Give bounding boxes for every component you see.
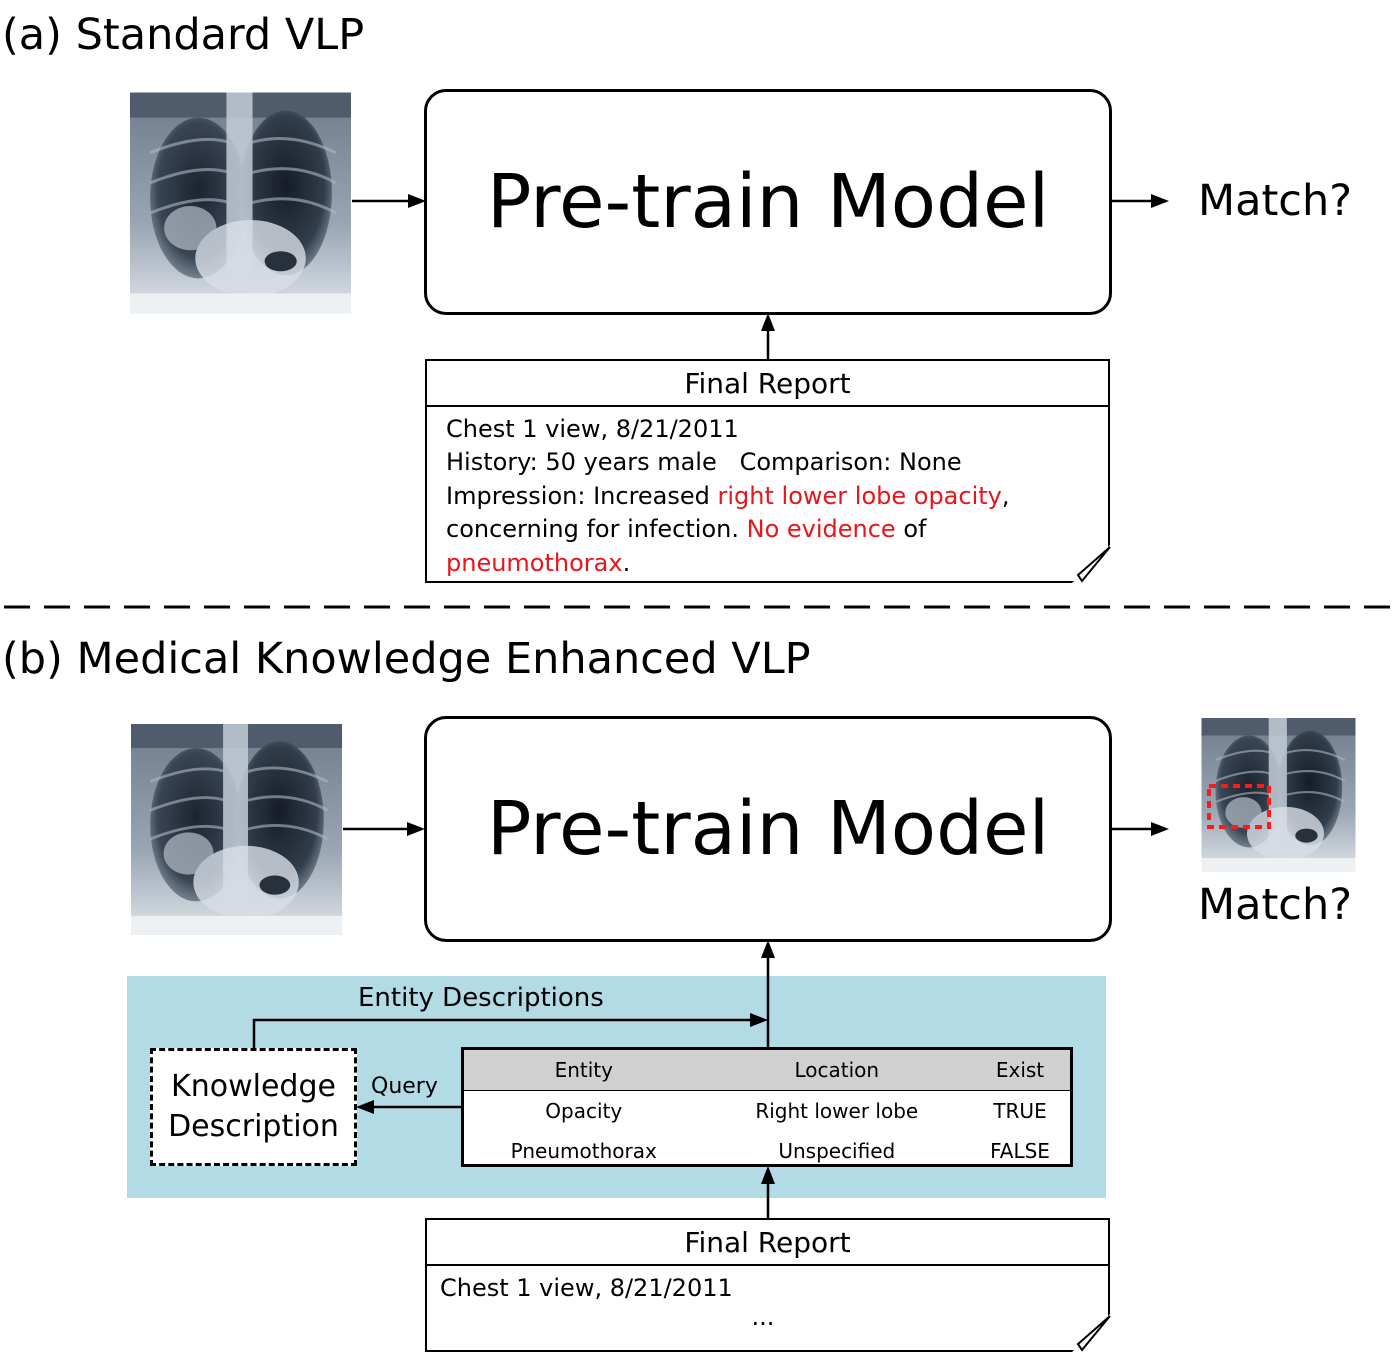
- arrow-right-icon: [343, 822, 425, 836]
- arrow-right-icon: [1111, 194, 1169, 208]
- report-text: Impression: Increased: [446, 481, 718, 510]
- section-divider: [4, 605, 1400, 609]
- arrow-up-icon: [761, 940, 775, 1048]
- arrow-right-icon: [352, 194, 426, 208]
- localized-xray-image: [1201, 718, 1356, 872]
- table-header-row: Entity Location Exist: [464, 1050, 1070, 1091]
- report-line: Chest 1 view, 8/21/2011: [446, 415, 739, 443]
- column-header: Entity: [464, 1050, 704, 1091]
- arrow-up-icon: [761, 1166, 775, 1220]
- highlighted-finding: pneumothorax: [446, 548, 623, 577]
- report-ellipsis: ...: [751, 1303, 775, 1332]
- report-text: concerning for infection.: [446, 515, 747, 544]
- pretrain-model-label: Pre-train Model: [486, 159, 1050, 245]
- query-label: Query: [371, 1074, 438, 1099]
- folded-corner-icon: [1072, 1314, 1111, 1352]
- report-line: pneumothorax.: [446, 547, 1108, 580]
- table-row: Opacity Right lower lobe TRUE: [464, 1091, 1070, 1132]
- report-text: of: [895, 515, 927, 544]
- section-a-title: (a) Standard VLP: [2, 10, 365, 60]
- report-line: Chest 1 view, 8/21/2011: [440, 1274, 733, 1302]
- report-text: ,: [1001, 481, 1010, 510]
- highlighted-finding: right lower lobe opacity: [717, 481, 1002, 510]
- chest-xray-image: [130, 92, 351, 314]
- arrow-right-icon: [1111, 822, 1169, 836]
- report-line: concerning for infection. No evidence of: [446, 513, 1108, 546]
- report-header: Final Report: [427, 1220, 1108, 1266]
- table-cell: Opacity: [545, 1099, 623, 1123]
- bounding-box-highlight-icon: [1207, 784, 1271, 829]
- arrow-left-icon: [356, 1100, 462, 1114]
- pretrain-model-label: Pre-train Model: [486, 786, 1050, 872]
- report-body: Chest 1 view, 8/21/2011 History: 50 year…: [427, 407, 1108, 580]
- report-text: .: [622, 548, 631, 577]
- column-header: Location: [703, 1050, 971, 1091]
- report-line: Impression: Increased right lower lobe o…: [446, 480, 1108, 513]
- table-cell: Pneumothorax: [510, 1139, 657, 1163]
- table-cell: Right lower lobe: [755, 1099, 919, 1123]
- report-header: Final Report: [427, 361, 1108, 407]
- section-b-title: (b) Medical Knowledge Enhanced VLP: [2, 634, 811, 684]
- pretrain-model-box: Pre-train Model: [424, 716, 1112, 942]
- final-report-card: Final Report Chest 1 view, 8/21/2011 His…: [425, 359, 1110, 583]
- column-header: Exist: [970, 1050, 1070, 1091]
- pretrain-model-box: Pre-train Model: [424, 89, 1112, 315]
- match-output-label: Match?: [1198, 880, 1353, 930]
- final-report-card: Final Report Chest 1 view, 8/21/2011 ...: [425, 1218, 1110, 1352]
- table-row: Pneumothorax Unspecified FALSE: [464, 1131, 1070, 1171]
- match-output-label: Match?: [1198, 176, 1353, 226]
- entity-descriptions-label: Entity Descriptions: [358, 983, 604, 1013]
- arrow-up-icon: [761, 313, 775, 361]
- entity-descriptions-arrow: [252, 1013, 768, 1050]
- report-line: History: 50 years male Comparison: None: [446, 448, 962, 477]
- knowledge-description-line: Description: [168, 1109, 339, 1144]
- folded-corner-icon: [1072, 545, 1111, 583]
- table-cell: FALSE: [990, 1139, 1050, 1163]
- knowledge-description-line: Knowledge: [171, 1069, 336, 1104]
- table-cell: Unspecified: [778, 1139, 896, 1163]
- highlighted-finding: No evidence: [746, 515, 896, 544]
- table-cell: TRUE: [993, 1099, 1047, 1123]
- knowledge-description-box: Knowledge Description: [150, 1048, 357, 1166]
- report-body: Chest 1 view, 8/21/2011 ...: [427, 1266, 1108, 1329]
- chest-xray-image: [130, 724, 343, 935]
- entity-table: Entity Location Exist Opacity Right lowe…: [461, 1047, 1073, 1167]
